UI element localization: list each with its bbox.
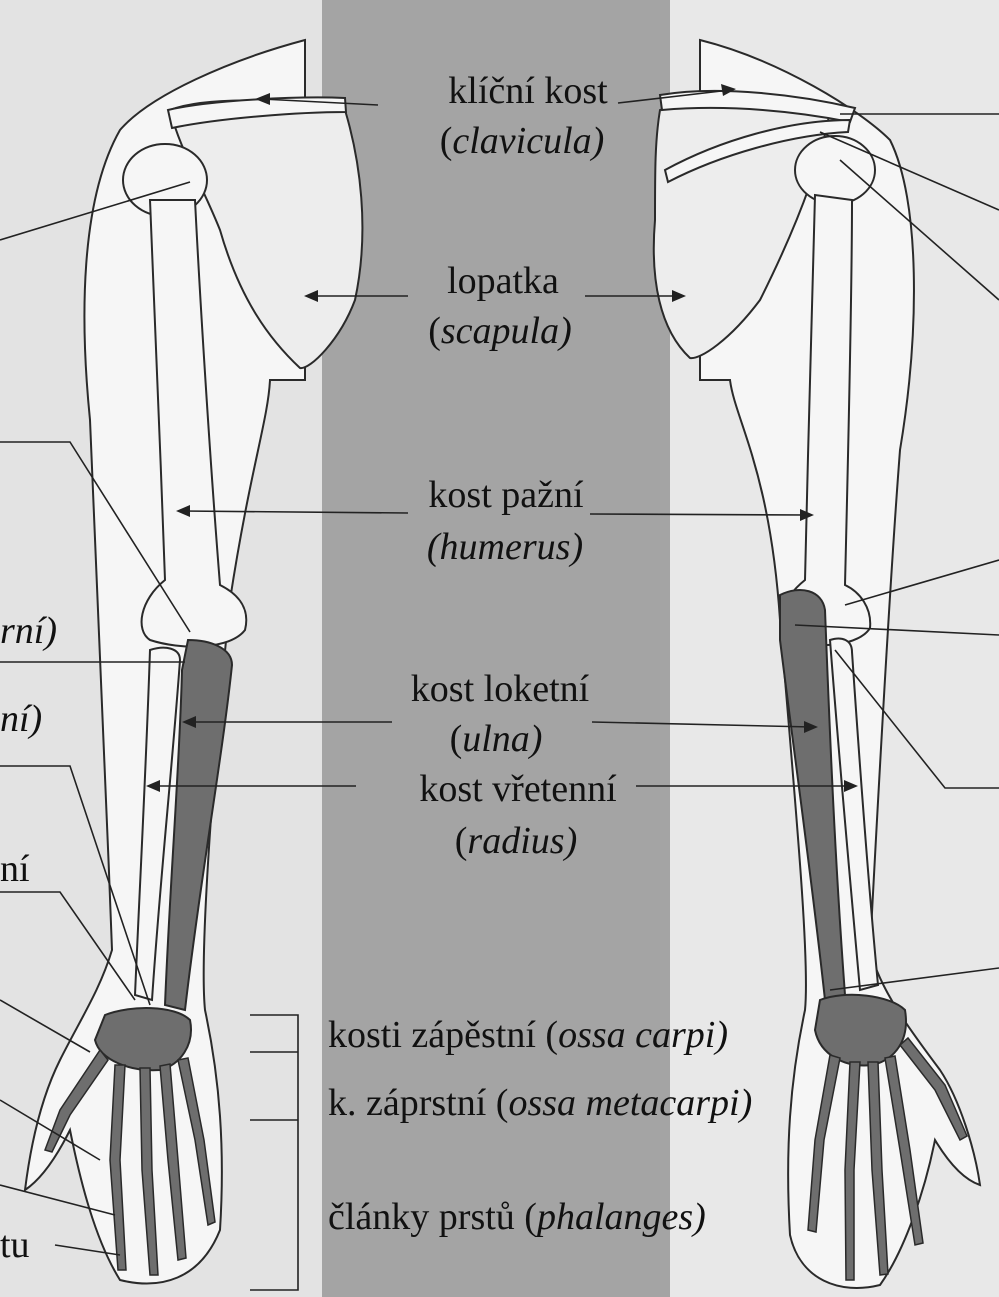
label-ulna-latin: (ulna) <box>450 720 543 758</box>
label-ossa-carpi: kosti zápěstní (ossa carpi) <box>328 1016 728 1054</box>
cut-label-left-4: tu <box>0 1226 30 1264</box>
label-clavicula-name: klíční kost <box>448 72 607 110</box>
cut-label-left-2: ní) <box>0 700 42 738</box>
label-scapula-name: lopatka <box>447 262 559 300</box>
label-humerus-latin: (humerus) <box>427 528 583 566</box>
label-scapula-latin: (scapula) <box>428 312 572 350</box>
cut-label-left-1: rní) <box>0 612 57 650</box>
label-clavicula-latin: (clavicula) <box>440 122 605 160</box>
cut-label-left-3: ní <box>0 850 30 888</box>
label-phalanges: články prstů (phalanges) <box>328 1198 706 1236</box>
label-ossa-metacarpi: k. záprstní (ossa metacarpi) <box>328 1084 752 1122</box>
label-ulna-name: kost loketní <box>411 670 589 708</box>
right-humerus-head <box>795 136 875 204</box>
label-humerus-name: kost pažní <box>428 476 583 514</box>
pointer-humerus-right <box>590 514 808 515</box>
label-radius-name: kost vřetenní <box>419 770 616 808</box>
label-radius-latin: (radius) <box>455 822 577 860</box>
